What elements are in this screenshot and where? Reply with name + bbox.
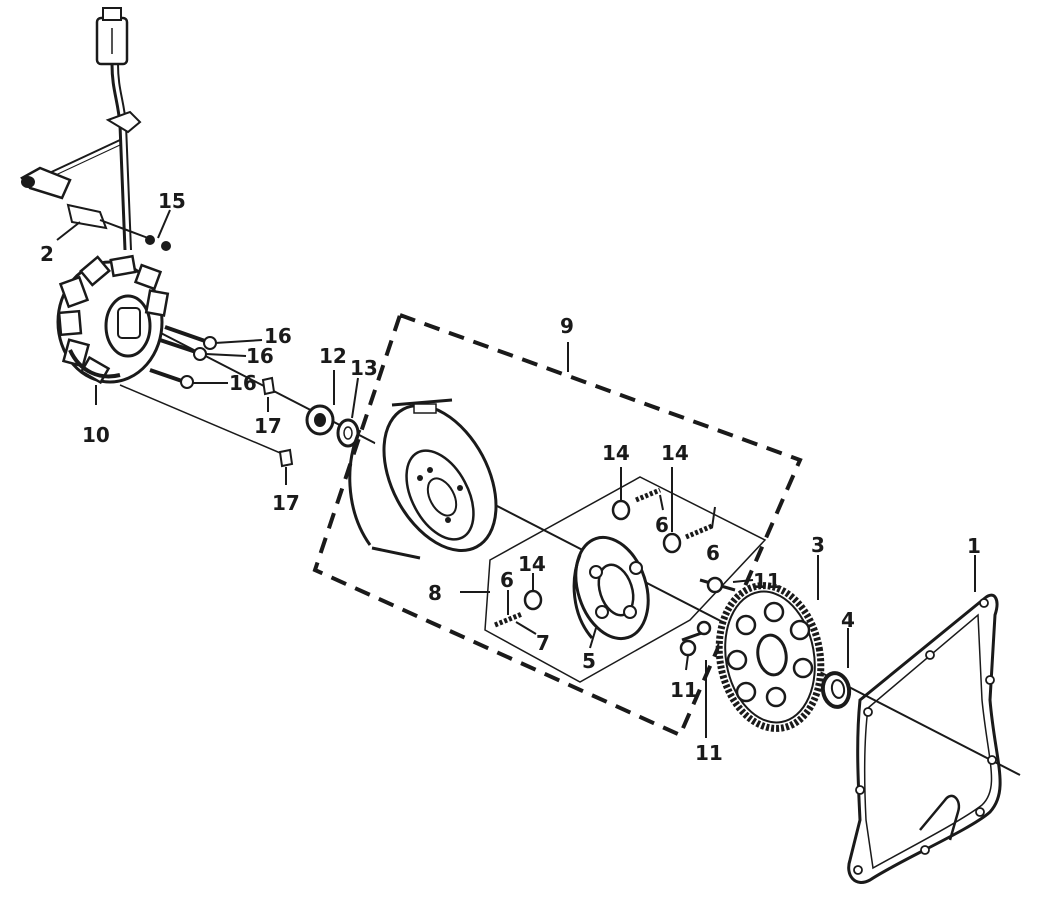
roller-14a [611, 499, 631, 521]
callout-8: 8 [428, 581, 442, 605]
callout-1: 1 [967, 534, 981, 558]
roller-14c [523, 589, 543, 611]
roller-14b [662, 532, 682, 554]
callout-17b: 17 [272, 491, 300, 515]
callout-labels: 1 2 3 4 5 6 6 6 7 8 9 10 11 11 11 12 13 … [40, 189, 981, 765]
starter-clutch-plate [572, 535, 650, 641]
callout-9: 9 [560, 314, 574, 338]
wire-harness [44, 7, 142, 251]
starter-driven-gear [715, 582, 825, 732]
callout-5: 5 [582, 649, 596, 673]
spring-6b [685, 523, 713, 540]
callout-4: 4 [841, 608, 855, 632]
pulser-sensor-part [20, 166, 171, 251]
center-axis [119, 329, 1021, 776]
callout-13: 13 [350, 356, 378, 380]
stator-bolt-16c [149, 368, 194, 389]
dowel-17b [278, 448, 294, 468]
clutch-sub-box-8 [484, 476, 767, 683]
callout-10: 10 [82, 423, 110, 447]
callout-14c: 14 [518, 552, 546, 576]
screw-15a [145, 235, 155, 245]
callout-11b: 11 [670, 678, 698, 702]
callout-15: 15 [158, 189, 186, 213]
callout-6a: 6 [655, 513, 669, 537]
callout-6b: 6 [706, 541, 720, 565]
callout-16a: 16 [264, 324, 292, 348]
bolt-11a [699, 576, 736, 594]
callout-12: 12 [319, 344, 347, 368]
callout-6c: 6 [500, 568, 514, 592]
callout-17a: 17 [254, 414, 282, 438]
callout-16c: 16 [229, 371, 257, 395]
callout-7: 7 [536, 631, 550, 655]
stator-bolt-16b [159, 338, 207, 361]
leader-lines [56, 209, 976, 738]
spring-6a [635, 487, 661, 503]
cover-gasket [847, 593, 1002, 884]
nut-12 [305, 404, 335, 436]
dowel-17a [261, 376, 276, 396]
callout-11a: 11 [753, 569, 781, 593]
bearing-4 [820, 671, 852, 709]
bolt-11c [696, 620, 712, 636]
callout-2: 2 [40, 242, 54, 266]
callout-14b: 14 [661, 441, 689, 465]
callout-16b: 16 [246, 344, 274, 368]
callout-11c: 11 [695, 741, 723, 765]
callout-14a: 14 [602, 441, 630, 465]
callout-3: 3 [811, 533, 825, 557]
screw-15b [161, 241, 171, 251]
flywheel-rotor [348, 397, 498, 560]
stator-part [56, 254, 170, 385]
